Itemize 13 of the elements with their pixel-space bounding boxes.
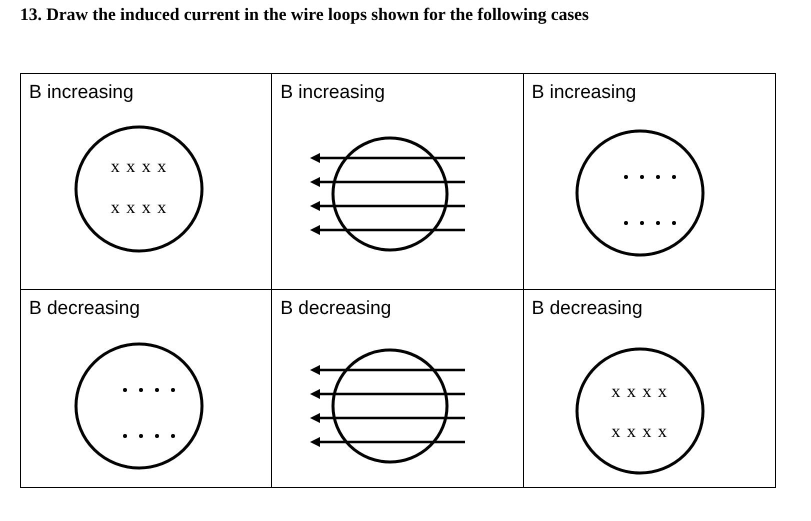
title: 13. Draw the induced current in the wire loops shown for the following cases: [20, 4, 589, 25]
cell-heading: B decreasing: [280, 298, 392, 320]
field-into-page-marks: x x x x: [611, 421, 668, 442]
field-into-page-marks: x x x x: [611, 381, 668, 402]
cell-heading: B increasing: [29, 82, 134, 104]
table-cell: [272, 74, 524, 290]
field-into-page-marks: x x x x: [110, 156, 168, 177]
cell-heading: B increasing: [532, 82, 636, 104]
cell-heading: B decreasing: [29, 298, 140, 320]
cell-heading: B increasing: [280, 82, 385, 104]
field-into-page-marks: x x x x: [110, 197, 168, 218]
table-cell: [21, 74, 272, 290]
cell-heading: B decreasing: [532, 298, 643, 320]
